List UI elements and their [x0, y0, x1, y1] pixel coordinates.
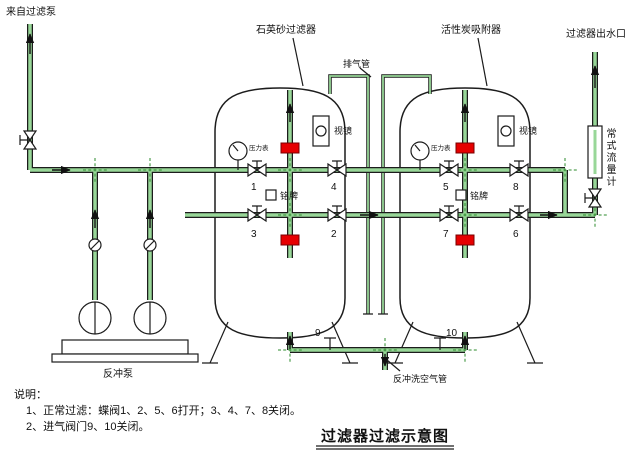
notes-line-1: 1、正常过滤：蝶阀1、2、5、6打开；3、4、7、8关闭。 — [26, 403, 301, 417]
sight-glass-1 — [312, 115, 330, 147]
valve-number-4: 4 — [331, 182, 337, 193]
activated-carbon-adsorber-label: 活性炭吸附器 — [441, 23, 501, 36]
pump-slab — [51, 353, 199, 363]
backwash-pump-unit — [51, 301, 199, 363]
exhaust-pipes — [328, 74, 432, 315]
closed-valve-block-2 — [280, 234, 300, 246]
vessel2-legs — [387, 321, 543, 364]
backwash-pump-label: 反冲泵 — [103, 367, 133, 380]
valve-number-9: 9 — [315, 328, 321, 339]
nameplate-label-2: 铭牌 — [470, 190, 488, 201]
junction-markers — [83, 158, 607, 362]
closed-valve-block-3 — [455, 142, 475, 154]
closed-valve-block-1 — [280, 142, 300, 154]
title-underline — [316, 445, 454, 450]
pump-branch-valve-1 — [88, 238, 102, 252]
diagram-title: 过滤器过滤示意图 — [321, 427, 449, 445]
exhaust-pipe-label: 排气管 — [343, 58, 370, 69]
valve-number-5: 5 — [443, 182, 449, 193]
nameplate-symbol-1 — [265, 189, 277, 201]
flow-meter-body — [587, 125, 603, 179]
vessel1-legs — [202, 321, 358, 364]
pressure-gauge-label-2: 压力表 — [431, 143, 451, 152]
flow-meter-label: 常式流量计 — [604, 128, 615, 188]
notes-heading: 说明： — [14, 387, 47, 401]
valve-number-1: 1 — [251, 182, 257, 193]
pressure-gauge-label-1: 压力表 — [249, 143, 269, 152]
valve-number-3: 3 — [251, 229, 257, 240]
filter-outlet-label: 过滤器出水口 — [566, 27, 626, 40]
from-filter-pump-label: 来自过滤泵 — [6, 5, 56, 18]
quartz-sand-filter-label: 石英砂过滤器 — [256, 23, 316, 36]
pump-branch-valve-2 — [143, 238, 157, 252]
closed-valve-block-4 — [455, 234, 475, 246]
label-leaders — [292, 37, 488, 372]
valve-number-6: 6 — [513, 229, 519, 240]
backwash-air-pipe-label: 反冲洗空气管 — [393, 373, 447, 384]
inlet-valve — [19, 130, 37, 150]
flow-arrows — [25, 33, 600, 367]
sight-glass-label-1: 视镜 — [334, 125, 352, 136]
valve-number-10: 10 — [446, 328, 458, 339]
sight-glass-label-2: 视镜 — [519, 125, 537, 136]
outlet-valve — [584, 188, 602, 208]
sight-glass-2 — [497, 115, 515, 147]
nameplate-label-1: 铭牌 — [280, 190, 298, 201]
nameplate-symbol-2 — [455, 189, 467, 201]
pump-base — [61, 339, 189, 355]
notes-line-2: 2、进气阀门9、10关闭。 — [26, 419, 149, 433]
valve-number-7: 7 — [443, 229, 449, 240]
valve-number-2: 2 — [331, 229, 337, 240]
valve-number-8: 8 — [513, 182, 519, 193]
